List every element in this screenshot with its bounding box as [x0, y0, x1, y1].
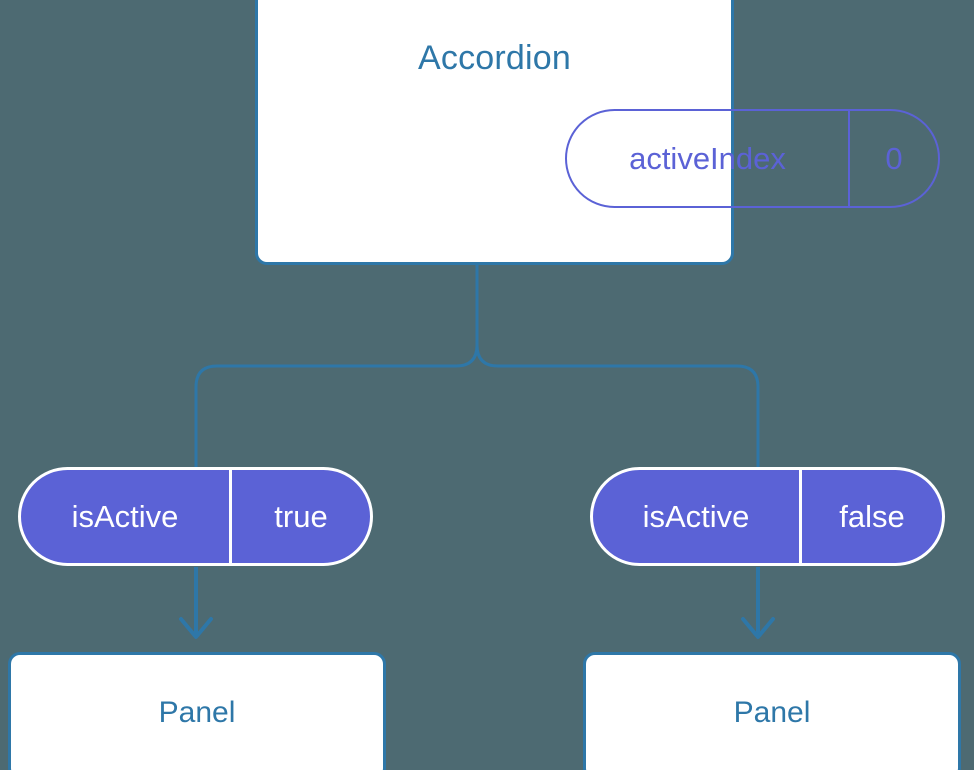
panel-card-left-title: Panel — [158, 696, 236, 729]
prop-pill-value: true — [274, 498, 328, 534]
prop-pill-value: false — [839, 498, 905, 534]
accordion-card-title: Accordion — [418, 39, 571, 77]
prop-pill-is-active-true[interactable]: isActive true — [18, 467, 373, 566]
branch-line-left — [194, 344, 479, 468]
accordion-card[interactable]: Accordion activeIndex 0 — [255, 0, 940, 265]
panel-card-right[interactable]: Panel — [583, 652, 961, 770]
state-pill-key: activeIndex — [567, 111, 850, 206]
branch-line-right — [475, 344, 760, 468]
panel-card-left[interactable]: Panel — [8, 652, 386, 770]
arrow-left-pill-to-panel — [179, 567, 213, 639]
state-pill-active-index[interactable]: activeIndex 0 — [565, 109, 940, 208]
prop-pill-key: isActive — [593, 470, 802, 563]
prop-pill-is-active-false[interactable]: isActive false — [590, 467, 945, 566]
prop-pill-key: isActive — [21, 470, 232, 563]
panel-card-right-title: Panel — [733, 696, 811, 729]
arrow-right-pill-to-panel — [741, 567, 775, 639]
state-pill-value: 0 — [885, 140, 903, 176]
